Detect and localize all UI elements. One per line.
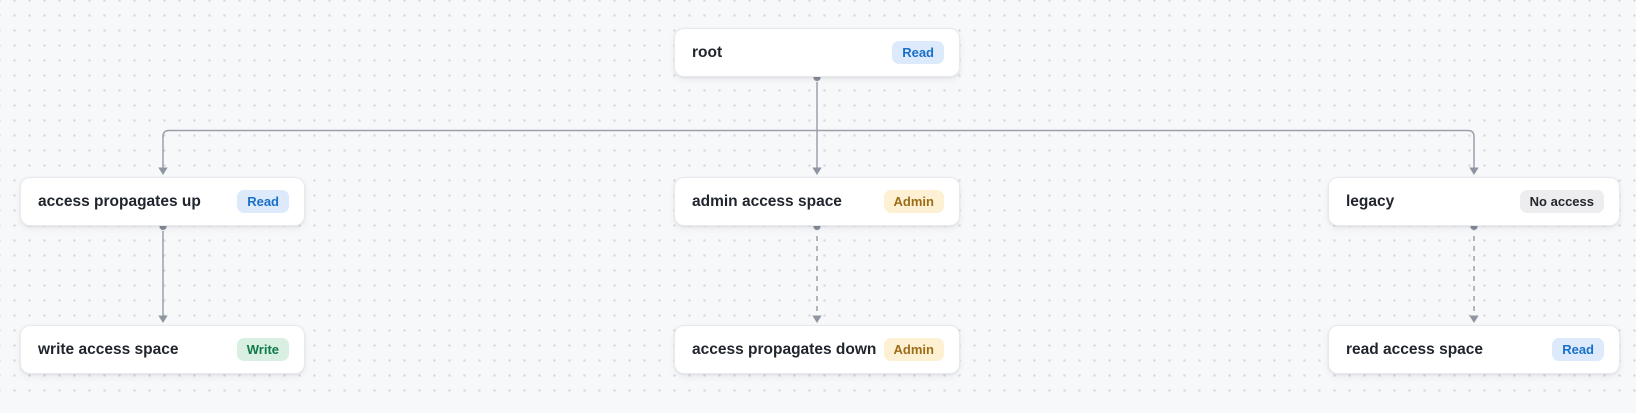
edge-arrowhead-icon	[1469, 167, 1479, 175]
edge-arrowhead-icon	[812, 315, 822, 323]
permission-badge: Admin	[883, 338, 944, 361]
node-label: admin access space	[692, 192, 842, 210]
node-read-access-space[interactable]: read access space Read	[1328, 325, 1620, 374]
node-root[interactable]: root Read	[674, 28, 960, 77]
node-write-access-space[interactable]: write access space Write	[20, 325, 305, 374]
edge-arrowhead-icon	[158, 167, 168, 175]
edge-root-to-access-propagates-up	[162, 129, 817, 169]
permission-badge: Read	[237, 190, 289, 213]
edge-arrowhead-icon	[1469, 315, 1479, 323]
edge-root-to-legacy	[817, 129, 1475, 169]
node-label: read access space	[1346, 340, 1484, 358]
permission-badge: Admin	[883, 190, 944, 213]
node-access-propagates-up[interactable]: access propagates up Read	[20, 177, 305, 226]
node-label: access propagates up	[38, 192, 201, 210]
permission-badge: Write	[236, 338, 289, 361]
node-access-propagates-down[interactable]: access propagates down Admin	[674, 325, 960, 374]
node-label: legacy	[1346, 192, 1395, 210]
edge-arrowhead-icon	[158, 315, 168, 323]
permission-badge: No access	[1519, 190, 1604, 213]
node-label: access propagates down	[692, 340, 877, 358]
permission-badge: Read	[892, 41, 944, 64]
node-label: write access space	[38, 340, 179, 358]
node-legacy[interactable]: legacy No access	[1328, 177, 1620, 226]
edge-arrowhead-icon	[812, 167, 822, 175]
node-admin-access-space[interactable]: admin access space Admin	[674, 177, 960, 226]
node-label: root	[692, 43, 723, 61]
permission-badge: Read	[1552, 338, 1604, 361]
